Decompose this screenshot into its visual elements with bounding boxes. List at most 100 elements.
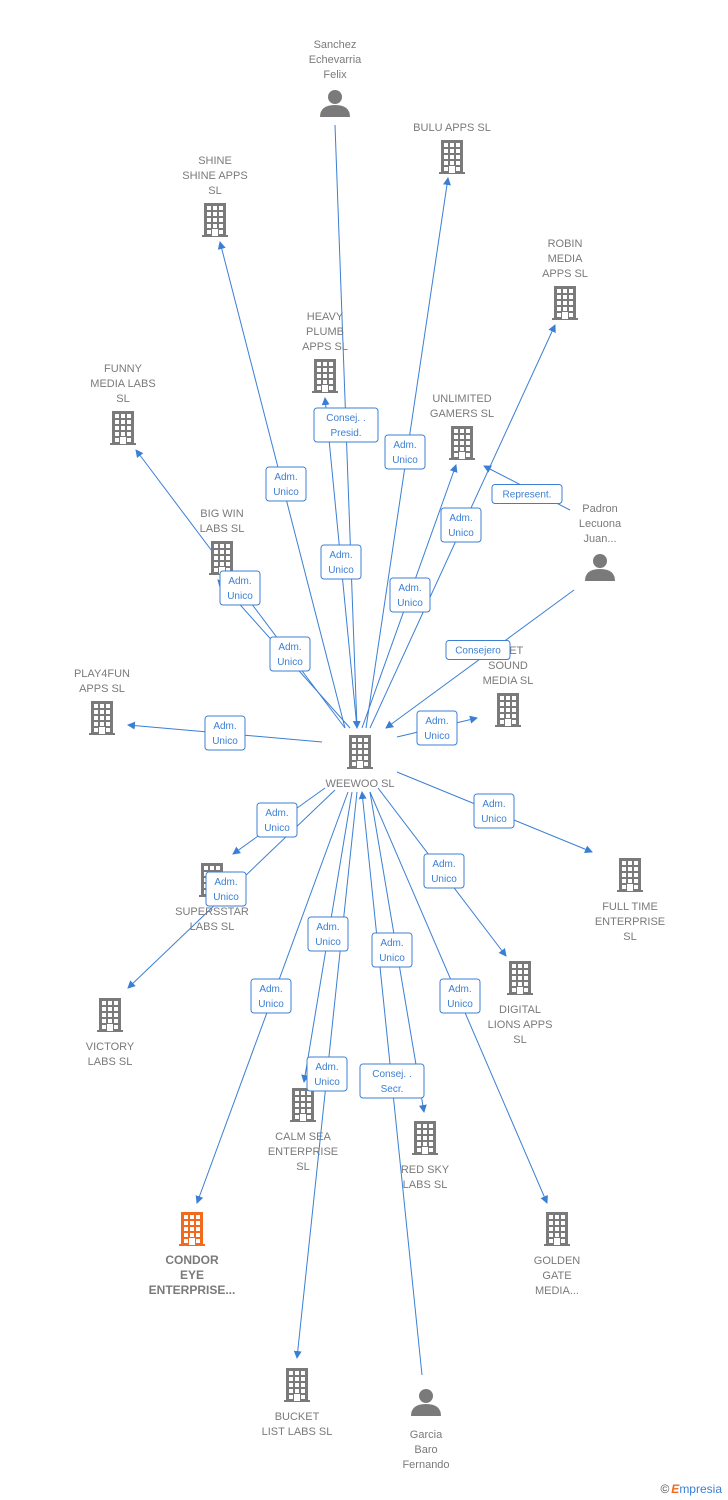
edge-label-garcia-weewoo[interactable]: Consej. .Secr. <box>359 1063 425 1099</box>
node-label: Felix <box>323 69 347 81</box>
node-label: PLUMB <box>306 326 344 338</box>
edge-label-weewoo-victory[interactable]: Adm.Unico <box>205 871 247 907</box>
edge-label-box <box>269 636 311 672</box>
edge-label-text: Unico <box>424 731 450 742</box>
edge-label-weewoo-robin[interactable]: Adm.Unico <box>440 507 482 543</box>
building-icon <box>552 286 578 320</box>
node-label: CALM SEA <box>275 1131 331 1143</box>
edge-label-text: Adm. <box>274 472 297 483</box>
edge-label-box <box>445 640 511 660</box>
edge-label-weewoo-funny[interactable]: Adm.Unico <box>219 570 261 606</box>
node-label: SL <box>116 393 129 405</box>
edge-label-padron-weewoo[interactable]: Consejero <box>445 640 511 660</box>
node-golden[interactable]: GOLDENGATEMEDIA... <box>534 1212 581 1297</box>
edge-label-box <box>416 710 458 746</box>
edge-label-box <box>265 466 307 502</box>
edge-label-text: Adm. <box>315 1062 338 1073</box>
node-label: ROBIN <box>548 238 583 250</box>
edge-label-weewoo-bucket[interactable]: Adm.Unico <box>306 1056 348 1092</box>
building-icon <box>495 693 521 727</box>
node-label: FUNNY <box>104 363 143 375</box>
building-icon <box>439 140 465 174</box>
node-condor[interactable]: CONDOREYEENTERPRISE... <box>149 1212 236 1297</box>
edge-label-box <box>219 570 261 606</box>
edge-label-weewoo-golden[interactable]: Adm.Unico <box>439 978 481 1014</box>
brand-initial: E <box>671 1482 680 1496</box>
node-label: LIONS APPS <box>488 1019 553 1031</box>
edge-label-box <box>371 932 413 968</box>
edge-label-weewoo-play4fun[interactable]: Adm. Unico <box>204 715 246 751</box>
node-label: Garcia <box>410 1429 443 1441</box>
node-bulu[interactable]: BULU APPS SL <box>413 122 491 174</box>
node-label: LABS SL <box>403 1179 448 1191</box>
node-label: SUPERSSTAR <box>175 906 249 918</box>
node-label: CONDOR <box>165 1253 219 1267</box>
edge-label-weewoo-condor[interactable]: Adm. Unico <box>250 978 292 1014</box>
node-label: Echevarria <box>309 54 362 66</box>
edge-label-weewoo-fulltime[interactable]: Adm.Unico <box>473 793 515 829</box>
edge-label-padron-unlimited[interactable]: Represent. <box>491 484 563 504</box>
node-label: Baro <box>414 1444 437 1456</box>
edge-label-weewoo-bigwin[interactable]: Adm.Unico <box>269 636 311 672</box>
edge-label-weewoo-superstar[interactable]: Adm.Unico <box>256 802 298 838</box>
node-funny[interactable]: FUNNY MEDIA LABS SL <box>90 363 156 445</box>
edge-label-box <box>389 577 431 613</box>
edge-label-text: Unico <box>277 657 303 668</box>
edge-label-text: Adm. <box>259 984 282 995</box>
edge-label-text: Adm. <box>213 721 236 732</box>
building-icon <box>312 359 338 393</box>
edge-label-weewoo-heavy[interactable]: Adm.Unico <box>320 544 362 580</box>
edge-label-text: Adm. <box>329 550 352 561</box>
edge-label-weewoo-bulu[interactable]: Adm.Unico <box>384 434 426 470</box>
edge-label-text: Unico <box>258 999 284 1010</box>
edge-label-box <box>306 1056 348 1092</box>
edge-label-text: Adm. <box>316 922 339 933</box>
node-label: Lecuona <box>579 518 622 530</box>
node-label: BULU APPS SL <box>413 122 491 134</box>
edge-label-box <box>250 978 292 1014</box>
building-icon <box>347 735 373 769</box>
edge-label-weewoo-pocket[interactable]: Adm.Unico <box>416 710 458 746</box>
node-label: WEEWOO SL <box>325 778 394 790</box>
node-pocket[interactable]: ...KETSOUNDMEDIA SL <box>483 645 534 727</box>
edge-label-weewoo-calmsea[interactable]: Adm.Unico <box>307 916 349 952</box>
node-label: SL <box>513 1034 526 1046</box>
node-label: LIST LABS SL <box>262 1426 333 1438</box>
edge-label-text: Unico <box>212 736 238 747</box>
edge-label-text: Unico <box>448 528 474 539</box>
edge-label-weewoo-shine[interactable]: Adm.Unico <box>265 466 307 502</box>
node-padron[interactable]: PadronLecuonaJuan... <box>579 503 622 581</box>
edge-label-weewoo-unlimited[interactable]: Adm.Unico <box>389 577 431 613</box>
edge-label-box <box>473 793 515 829</box>
node-label: MEDIA LABS <box>90 378 155 390</box>
edge-label-sanchez-weewoo[interactable]: Consej. .Presid. <box>313 407 379 443</box>
edge-label-weewoo-redsky[interactable]: Adm.Unico <box>371 932 413 968</box>
building-icon <box>507 961 533 995</box>
edge-label-text: Adm. <box>228 576 251 587</box>
building-icon <box>449 426 475 460</box>
edge-label-text: Unico <box>447 999 473 1010</box>
node-weewoo[interactable]: WEEWOO SL <box>325 735 395 790</box>
building-icon <box>89 701 115 735</box>
building-icon <box>110 411 136 445</box>
building-icon <box>284 1368 310 1402</box>
empresia-brand[interactable]: ©Empresia <box>660 1482 722 1496</box>
edge-label-weewoo-digital[interactable]: Adm.Unico <box>423 853 465 889</box>
node-label: ENTERPRISE... <box>149 1283 236 1297</box>
edge-label-box <box>256 802 298 838</box>
node-label: APPS SL <box>542 268 588 280</box>
